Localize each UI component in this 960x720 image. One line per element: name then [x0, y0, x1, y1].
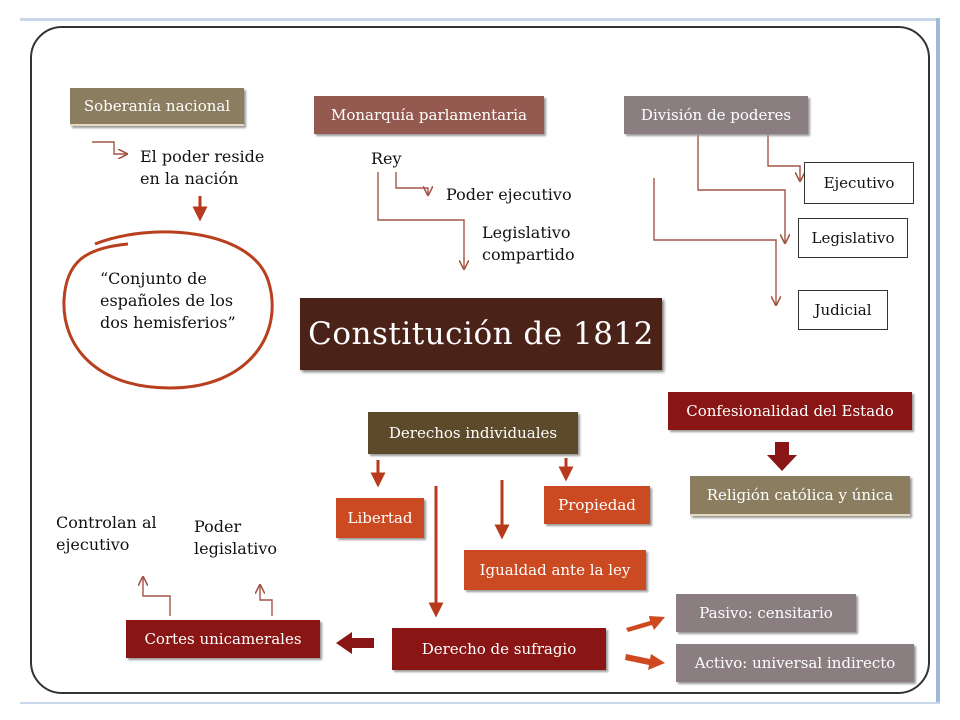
- soberania-box: Soberanía nacional: [70, 88, 244, 126]
- religion-box: Religión católica y única: [690, 476, 910, 516]
- cortes-box: Cortes unicamerales: [126, 620, 320, 658]
- judicial-box: Judicial: [798, 290, 888, 330]
- controlan-text: Controlan al ejecutivo: [56, 513, 157, 554]
- libertad-box: Libertad: [336, 498, 424, 538]
- window-edge-top: [20, 18, 940, 21]
- window-edge-right: [936, 18, 940, 704]
- poder-ejecutivo-text: Poder ejecutivo: [446, 185, 572, 204]
- pasivo-box: Pasivo: censitario: [676, 594, 856, 632]
- derechos-box: Derechos individuales: [368, 412, 578, 454]
- window-edge-bottom: [20, 702, 940, 704]
- poder-legislativo-text: Poder legislativo: [194, 517, 278, 558]
- division-box: División de poderes: [624, 96, 808, 134]
- conjunto-text: “Conjunto de españoles de los dos hemisf…: [100, 269, 236, 332]
- confesionalidad-box: Confesionalidad del Estado: [668, 392, 912, 430]
- sufragio-box: Derecho de sufragio: [392, 628, 606, 670]
- propiedad-box: Propiedad: [544, 486, 650, 524]
- rey-text: Rey: [371, 149, 402, 168]
- igualdad-box: Igualdad ante la ley: [464, 550, 646, 590]
- constitucion-title: Constitución de 1812: [300, 298, 662, 370]
- ejecutivo-box: Ejecutivo: [804, 162, 914, 204]
- monarquia-box: Monarquía parlamentaria: [314, 96, 544, 134]
- legislativo-compartido-text: Legislativo compartido: [482, 223, 575, 264]
- poder-reside-text: El poder reside en la nación: [140, 147, 265, 188]
- legislativo-box: Legislativo: [798, 218, 908, 258]
- activo-box: Activo: universal indirecto: [676, 644, 914, 682]
